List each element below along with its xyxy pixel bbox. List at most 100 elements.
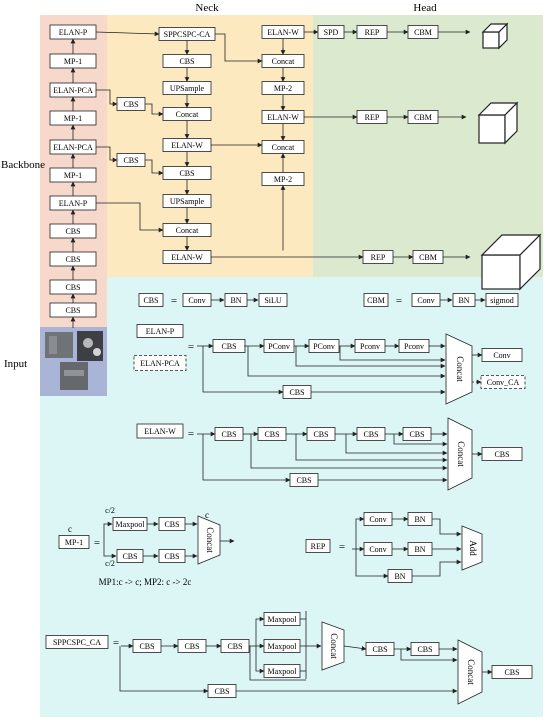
mp1-equals: = — [94, 537, 100, 549]
connector-line — [432, 518, 462, 537]
mp1-top-cbs: CBS — [158, 517, 186, 531]
block-label: ELAN-P — [146, 327, 175, 336]
block-label: CBS — [363, 430, 378, 439]
block-label: Concat — [176, 110, 199, 119]
head-spd-block: SPD — [317, 25, 345, 39]
block-label: REP — [311, 542, 326, 551]
block-label: Pconv — [360, 342, 380, 351]
block-label: MP-1 — [65, 538, 83, 547]
backbone-elan-pca-5: ELAN-PCA — [49, 139, 97, 155]
block-label: Concat — [176, 226, 199, 235]
sppcspc-maxpool-2: Maxpool — [263, 639, 301, 653]
connector-line — [202, 346, 284, 395]
block-label: Maxpool — [268, 667, 298, 676]
elan-p-cbs-1: CBS — [212, 339, 246, 353]
elan-p-out-conv: Conv — [481, 348, 523, 362]
block-label: CBS — [123, 156, 138, 165]
block-label: CBS — [227, 642, 242, 651]
neck-col2-elan-w-1: ELAN-W — [261, 25, 305, 39]
elan-w-concat: Concat — [447, 417, 473, 491]
connector-line — [400, 649, 458, 663]
elan-p-equals: = — [188, 341, 194, 353]
elan-w-cbs-2: CBS — [257, 427, 287, 441]
connector-line — [215, 33, 263, 64]
block-label: Add — [468, 540, 478, 556]
def-cbm-name: CBM — [363, 293, 389, 307]
block-label: CBM — [367, 296, 385, 305]
block-label: CBS — [65, 227, 80, 236]
block-label: MP-1 — [64, 114, 82, 123]
elan-w-cbs-5: CBS — [402, 427, 432, 441]
block-label: Maxpool — [116, 520, 146, 529]
connector-line — [255, 616, 265, 646]
block-label: CBS — [289, 388, 304, 397]
mp1-maxpool: Maxpool — [112, 517, 148, 531]
block-label: CBS — [122, 552, 137, 561]
def-cbs-silu: SiLU — [258, 293, 288, 307]
block-label: SPPCSPC_CA — [53, 638, 101, 647]
elan-w-bottom-cbs: CBS — [289, 473, 319, 487]
sppcspc-equals: = — [113, 637, 119, 649]
rep-equals: = — [339, 541, 345, 553]
elan-w-title: ELAN-W — [136, 423, 184, 439]
neck-upsample-7: UPSample — [162, 194, 212, 208]
block-label: CBS — [179, 169, 194, 178]
mp1-title: MP-1 — [58, 535, 90, 549]
block-label: CBS — [184, 642, 199, 651]
mp1-half-bottom: c/2 — [105, 559, 115, 568]
block-label: Maxpool — [268, 642, 298, 651]
block-label: CBS — [164, 552, 179, 561]
block-label: Pconv — [404, 342, 424, 351]
block-label: Conv — [188, 296, 205, 305]
block-label: BN — [414, 545, 425, 554]
block-label: BN — [414, 515, 425, 524]
neck-concat-8: Concat — [162, 223, 212, 237]
elan-w-equals: = — [188, 428, 194, 440]
block-label: Concat — [272, 143, 295, 152]
block-label: CBM — [414, 113, 432, 122]
sppcspc-maxpool-1: Maxpool — [263, 612, 301, 626]
mp1-c-out: c — [205, 510, 209, 520]
elan-p-pconv-4: Pconv — [354, 339, 386, 353]
connector-line — [355, 516, 365, 549]
connector-line — [393, 434, 448, 447]
block-label: CBS — [494, 450, 509, 459]
backbone-cbs-10: CBS — [49, 279, 97, 295]
block-label: ELAN-PCA — [140, 359, 180, 368]
block-label: CBS — [179, 57, 194, 66]
block-label: MP-1 — [64, 57, 82, 66]
rep-bn-3: BN — [387, 569, 413, 583]
neck-col2-concat-5: Concat — [261, 140, 305, 154]
block-label: Concat — [272, 57, 295, 66]
sppcspc-cbs-1: CBS — [132, 639, 162, 653]
block-label: Concat — [455, 356, 465, 382]
connector-line — [103, 542, 117, 559]
block-label: sigmod — [490, 296, 514, 305]
neck-upsample-3: UPSample — [162, 81, 212, 95]
sppcspc-maxpool-3: Maxpool — [263, 664, 301, 678]
head-cbm-block-1: CBM — [407, 25, 439, 39]
block-label: ELAN-W — [144, 427, 176, 436]
backbone-to-sppcspc-arrow — [95, 31, 160, 37]
backbone-mp-1-6: MP-1 — [49, 167, 97, 183]
block-label: CBM — [414, 28, 432, 37]
sppcspc-cbs-3: CBS — [220, 639, 250, 653]
elan-p-title: ELAN-P — [136, 324, 184, 338]
block-label: REP — [371, 253, 386, 262]
backbone-side-cbs-1: CBS — [116, 97, 146, 111]
neck-col2-concat-2: Concat — [261, 54, 305, 68]
block-label: SiLU — [264, 296, 282, 305]
block-label: CBS — [313, 430, 328, 439]
block-label: Conv — [369, 515, 386, 524]
input-label: Input — [4, 358, 27, 370]
def-cbm-bn: BN — [452, 293, 476, 307]
block-label: CBS — [296, 476, 311, 485]
def-cbm-equals: = — [396, 295, 402, 307]
block-label: CBS — [139, 642, 154, 651]
block-label: REP — [365, 113, 380, 122]
rep-conv-2: Conv — [363, 542, 393, 556]
connector-line — [96, 202, 164, 233]
neck-col2-mp-2-6: MP-2 — [261, 172, 305, 186]
block-label: CBS — [65, 255, 80, 264]
